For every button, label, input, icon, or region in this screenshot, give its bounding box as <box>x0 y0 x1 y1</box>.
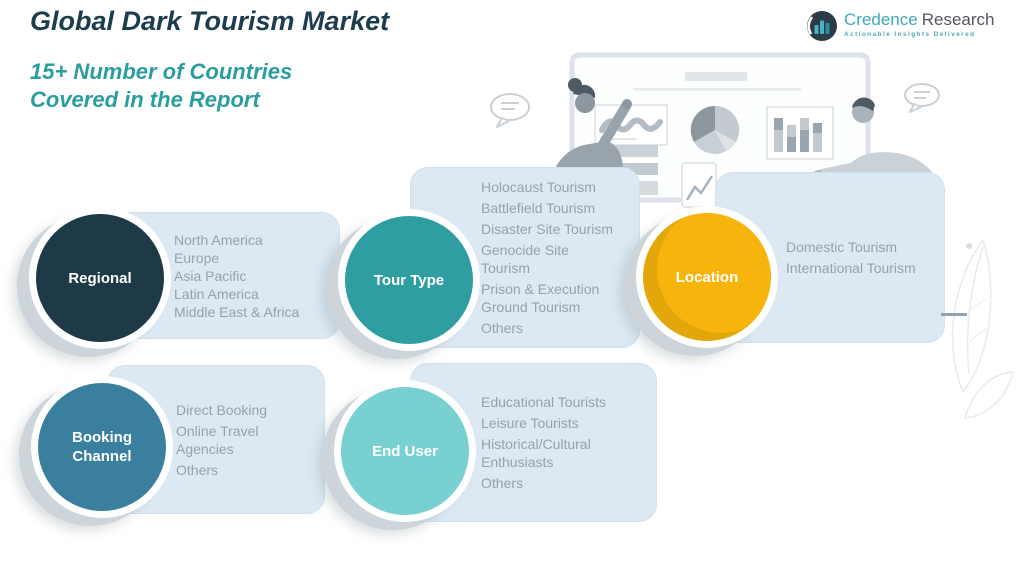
segment-booking-channel-label: Booking Channel <box>72 429 132 465</box>
segment-location-label: Location <box>675 268 739 286</box>
subtitle-line-1: 15+ Number of Countries <box>30 59 293 84</box>
speech-bubble-left-icon <box>490 93 530 128</box>
segment-end-user-circle: End User <box>334 380 476 522</box>
list-item: International Tourism <box>786 260 916 276</box>
mini-line-chart-icon <box>681 162 717 208</box>
list-item: Battlefield Tourism <box>481 200 596 216</box>
list-item: Latin America <box>174 285 259 302</box>
logo-tagline: Actionable Insights Delivered <box>844 31 976 38</box>
list-item: Disaster Site Tourism <box>481 221 614 237</box>
segment-booking-channel-circle: Booking Channel <box>31 376 173 518</box>
segment-end-user-label: End User <box>372 442 438 460</box>
speech-bubble-right-icon <box>904 83 940 113</box>
segment-tour-type-circle: Tour Type <box>338 209 480 351</box>
list-item: Online Travel Agencies <box>176 422 259 457</box>
dash-decoration <box>941 313 967 316</box>
page-title: Global Dark Tourism Market <box>30 6 390 36</box>
segment-regional-list: North America Europe Asia Pacific Latin … <box>174 231 329 321</box>
logo-brand-primary: Credence <box>844 10 918 29</box>
list-item: Asia Pacific <box>174 267 247 284</box>
logo-bar-chart-icon <box>807 11 837 41</box>
segment-location-list: Domestic Tourism International Tourism <box>786 235 936 280</box>
list-item: Others <box>481 475 524 491</box>
segment-regional-label: Regional <box>68 269 132 287</box>
segment-tour-type-label: Tour Type <box>373 271 445 289</box>
segment-tour-type-list: Holocaust Tourism Battlefield Tourism Di… <box>481 175 631 340</box>
leaf-decoration <box>951 238 1015 419</box>
subtitle-line-2: Covered in the Report <box>30 87 260 112</box>
segment-booking-channel-list: Direct Booking Online Travel Agencies Ot… <box>176 398 316 482</box>
list-item: Direct Booking <box>176 401 268 418</box>
list-item: Genocide Site Tourism <box>481 242 569 276</box>
list-item: Others <box>176 461 219 478</box>
segment-end-user-list: Educational Tourists Leisure Tourists Hi… <box>481 390 648 495</box>
list-item: Prison & Execution Ground Tourism <box>481 281 600 315</box>
page-subtitle: 15+ Number of Countries Covered in the R… <box>30 58 292 114</box>
segment-location-circle: Location <box>636 206 778 348</box>
list-item: Others <box>481 320 524 336</box>
list-item: Europe <box>174 249 220 266</box>
pie-chart-icon <box>690 105 740 154</box>
list-item: North America <box>174 231 263 248</box>
bar-chart-icon <box>766 106 834 160</box>
list-item: Leisure Tourists <box>481 415 579 431</box>
list-item: Middle East & Africa <box>174 303 300 320</box>
list-item: Holocaust Tourism <box>481 179 596 195</box>
list-item: Historical/Cultural Enthusiasts <box>481 436 591 470</box>
logo-brand-secondary: Research <box>921 10 995 29</box>
list-item: Educational Tourists <box>481 394 607 410</box>
list-item: Domestic Tourism <box>786 239 897 255</box>
segment-regional-circle: Regional <box>29 207 171 349</box>
